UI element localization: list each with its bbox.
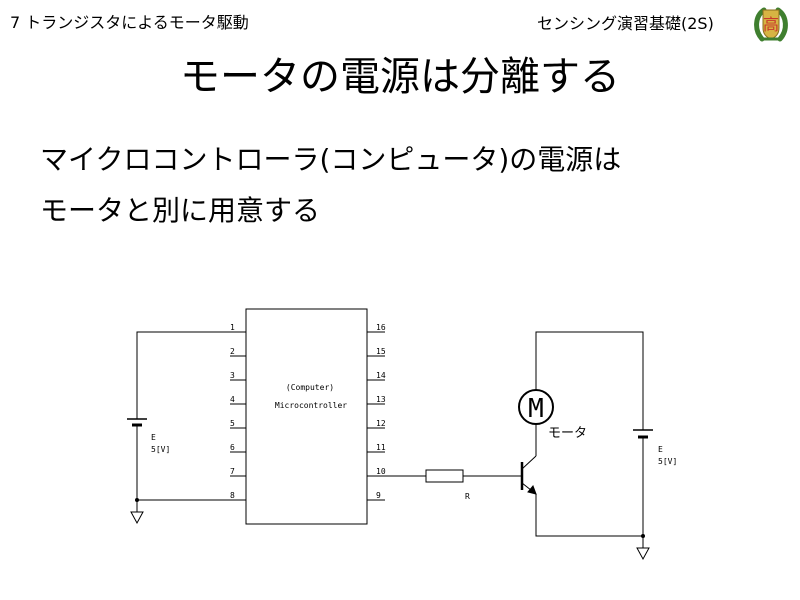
pin-label-11: 11 <box>376 443 386 452</box>
body-text-line-2: モータと別に用意する <box>40 194 321 227</box>
npn-transistor-icon <box>520 455 537 495</box>
left-ground-icon <box>130 511 144 525</box>
pin-label-2: 2 <box>230 347 235 356</box>
motor-label: モータ <box>548 426 587 441</box>
left-battery-label-voltage: 5[V] <box>151 445 170 454</box>
pin-label-1: 1 <box>230 323 235 332</box>
pin-label-4: 4 <box>230 395 235 404</box>
resistor-icon <box>425 469 464 483</box>
school-emblem-logo: 高 <box>754 7 788 42</box>
left-pins <box>230 331 246 501</box>
course-title: センシング演習基礎(2S) <box>537 14 714 33</box>
ic-label-computer: (Computer) <box>286 383 334 392</box>
right-ground-icon <box>636 547 650 561</box>
chapter-title: 7 トランジスタによるモータ駆動 <box>10 13 249 32</box>
left-battery-label-e: E <box>151 433 156 442</box>
body-text-line-1: マイクロコントローラ(コンピュータ)の電源は <box>40 143 622 176</box>
laurel-right-icon <box>775 7 788 42</box>
ic-label-microcontroller: Microcontroller <box>275 401 347 410</box>
resistor-label: R <box>465 492 470 501</box>
right-junction-dot <box>641 534 645 538</box>
right-pins <box>367 331 385 501</box>
left-supply-wiring <box>136 331 230 512</box>
laurel-left-icon <box>754 7 767 42</box>
pin-label-8: 8 <box>230 491 235 500</box>
pin-label-13: 13 <box>376 395 386 404</box>
left-battery-icon <box>127 418 147 427</box>
right-battery-label-e: E <box>658 445 663 454</box>
motor-symbol: M <box>528 394 544 424</box>
right-battery-icon <box>633 429 653 439</box>
pin-label-9: 9 <box>376 491 381 500</box>
pin-label-16: 16 <box>376 323 386 332</box>
pin-label-12: 12 <box>376 419 386 428</box>
motor-supply-wiring <box>535 331 644 548</box>
pin-label-5: 5 <box>230 419 235 428</box>
motor-icon <box>518 389 554 425</box>
circuit-diagram: (Computer) Microcontroller 1 2 3 4 5 6 7… <box>127 308 677 561</box>
left-junction-dot <box>135 498 139 502</box>
slide-title: モータの電源は分離する <box>180 54 620 100</box>
pin-label-14: 14 <box>376 371 386 380</box>
pin-label-15: 15 <box>376 347 386 356</box>
pin-label-3: 3 <box>230 371 235 380</box>
right-battery-label-voltage: 5[V] <box>658 457 677 466</box>
pin-label-7: 7 <box>230 467 235 476</box>
pin-label-10: 10 <box>376 467 386 476</box>
pin-label-6: 6 <box>230 443 235 452</box>
emblem-glyph: 高 <box>763 15 779 34</box>
microcontroller-chip <box>245 308 368 525</box>
